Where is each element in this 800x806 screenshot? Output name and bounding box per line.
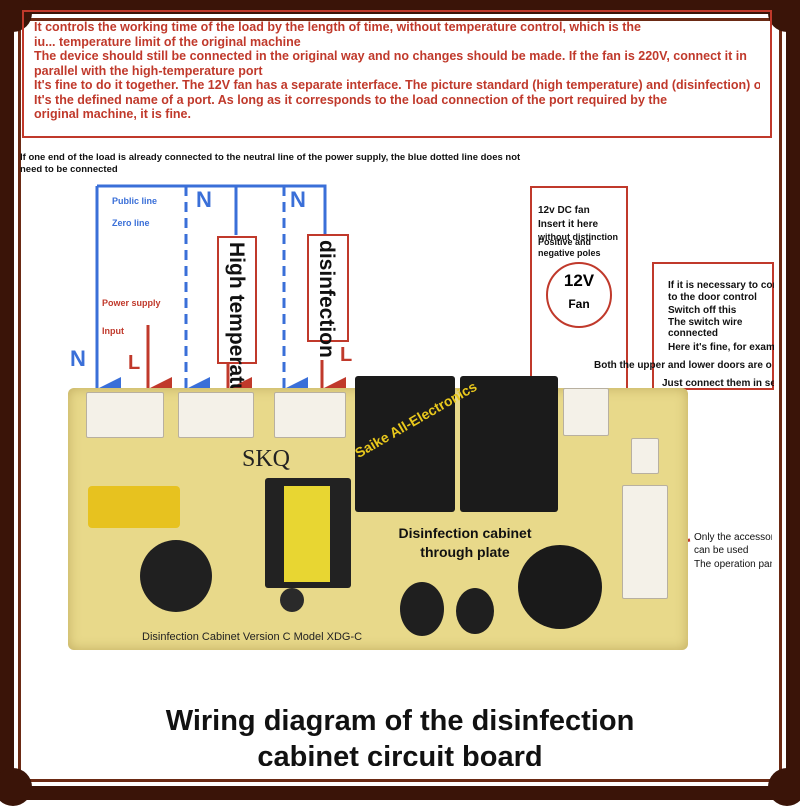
neutral-label: N: [290, 187, 306, 212]
disinfection-label: disinfection: [315, 240, 338, 358]
board-center-label: through plate: [420, 544, 510, 560]
capacitor: [456, 588, 494, 634]
door-callout-text: If it is necessary to connect: [668, 280, 774, 291]
live-label: L: [128, 352, 141, 374]
power-input-connector: [86, 392, 164, 438]
frame-corner-ornament: [768, 0, 800, 32]
input-label: Input: [102, 326, 124, 336]
high-temperature-connector: [178, 392, 254, 438]
neutral-label: N: [196, 187, 212, 212]
panel-note: The operation panel: [694, 559, 772, 570]
fan-callout-text: Positive and: [538, 237, 592, 247]
neutral-bus-wire: [97, 184, 327, 235]
capacitor: [280, 588, 304, 612]
relay: [460, 376, 558, 512]
note-line: The device should still be connected in …: [34, 49, 747, 63]
panel-note: can be used: [694, 545, 749, 556]
live-label: L: [340, 344, 353, 366]
door-callout-text: Just connect them in series: [662, 378, 774, 389]
neutral-label: N: [70, 346, 86, 371]
fan-callout-text: Insert it here: [538, 219, 599, 230]
fan-callout-text: negative poles: [538, 248, 601, 258]
high-temperature-label: High temperature: [225, 242, 248, 416]
door-callout-text: to the door control: [668, 292, 757, 303]
transformer-core: [284, 486, 330, 582]
note-line: It controls the working time of the load…: [34, 20, 641, 34]
board-model: Disinfection Cabinet Version C Model XDG…: [142, 631, 363, 643]
note-line: It's fine to do it together. The 12V fan…: [34, 78, 760, 92]
panel-note: Only the accessories: [694, 532, 772, 543]
fan-icon: [546, 262, 612, 328]
door-callout-text: Both the upper and lower doors are open: [594, 360, 772, 371]
note-line: original machine, it is fine.: [34, 107, 191, 121]
door-callout-box: [652, 262, 774, 390]
high-temperature-label-box: [217, 236, 257, 364]
relay: [355, 376, 455, 512]
note-line: parallel with the high-temperature port: [34, 63, 263, 78]
door-switch-connector: [631, 438, 659, 474]
picture-frame-inner: [18, 18, 782, 782]
zero-line-label: Zero line: [112, 218, 150, 228]
public-line-label: Public line: [112, 196, 158, 206]
door-callout-text: Switch off this: [668, 305, 737, 316]
fan-connector: [563, 388, 609, 436]
caption-line: Wiring diagram of the disinfection: [165, 705, 635, 737]
note-line: It's the defined name of a port. As long…: [34, 92, 668, 107]
door-callout-text: connected: [668, 328, 719, 339]
note-line: iu... temperature limit of the original …: [34, 34, 301, 49]
notes-box: It controls the working time of the load…: [22, 10, 772, 138]
fan-callout-text: without distinction: [538, 232, 618, 242]
disinfection-label-box: [307, 234, 349, 342]
door-callout-text: Here it's fine, for example: [668, 342, 774, 353]
caption-line: cabinet circuit board: [257, 741, 543, 766]
fan-label: Fan: [568, 297, 590, 311]
capacitor: [400, 582, 444, 636]
buzzer: [518, 545, 602, 629]
board-center-label: Disinfection cabinet: [398, 525, 532, 541]
neutral-line-note: If one end of the load is already connec…: [20, 152, 521, 175]
electrolytic-capacitor: [140, 540, 212, 612]
panel-connector: [622, 485, 668, 599]
capacitor-x2: [88, 486, 180, 528]
disinfection-connector: [274, 392, 346, 438]
power-supply-label: Power supply: [102, 298, 161, 308]
door-callout-text: The switch wire: [668, 317, 743, 328]
board-brand: SKQ: [242, 446, 291, 472]
fan-voltage: 12V: [563, 271, 595, 290]
fan-callout-title: 12v DC fan: [538, 205, 590, 216]
